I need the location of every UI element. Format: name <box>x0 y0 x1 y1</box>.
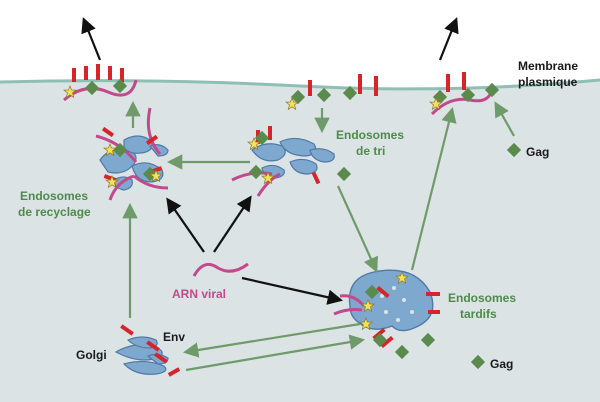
viral-rna-label: ARN viral <box>172 287 226 301</box>
budding-site-right <box>429 72 500 116</box>
env-label: Env <box>163 330 185 344</box>
golgi <box>114 324 181 377</box>
sorting-endosomes <box>231 126 352 197</box>
budding-site-left <box>63 64 138 102</box>
recycling-endosomes <box>95 107 169 201</box>
green-arrows <box>122 100 515 372</box>
budding-arrow-left <box>81 17 102 61</box>
gag-label-top: Gag <box>526 145 549 159</box>
recycling-label-line2: de recyclage <box>18 205 91 219</box>
budding-arrow-right <box>438 17 459 61</box>
sorting-label-line1: Endosomes <box>336 128 404 142</box>
recycling-label-line1: Endosomes <box>20 189 88 203</box>
membrane-label-line1: Membrane <box>518 59 578 73</box>
plasma-membrane-line <box>0 78 600 91</box>
gag-label-bottom: Gag <box>490 357 513 371</box>
late-label-line2: tardifs <box>460 307 497 321</box>
membrane-label-line2: plasmique <box>518 75 578 89</box>
late-label-line1: Endosomes <box>448 291 516 305</box>
viral-rna-strand <box>192 262 249 277</box>
cytoplasm <box>0 80 600 402</box>
late-endosome <box>333 269 440 360</box>
golgi-label: Golgi <box>76 348 107 362</box>
black-arrows <box>166 195 344 305</box>
membrane-site-middle <box>285 74 378 110</box>
sorting-label-line2: de tri <box>356 144 385 158</box>
